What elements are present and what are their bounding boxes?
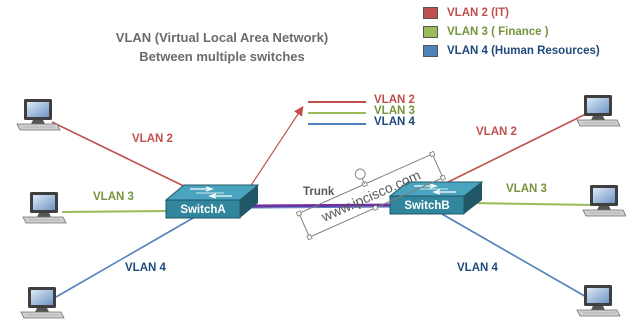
link-label-right-vlan2: VLAN 2	[476, 126, 517, 138]
trunk-arrow	[243, 105, 304, 197]
switch-b-label: SwitchB	[404, 200, 449, 212]
link-label-left-vlan2: VLAN 2	[132, 133, 173, 145]
legend-item-vlan3: VLAN 3 ( Finance )	[423, 24, 549, 40]
trunk-link-highlight	[247, 206, 395, 209]
legend-label-vlan4: VLAN 4 (Human Resources)	[447, 45, 600, 57]
pc-left-middle-icon	[22, 191, 67, 224]
legend-item-vlan4: VLAN 4 (Human Resources)	[423, 43, 600, 59]
pc-left-top-icon	[16, 98, 61, 131]
link-right-vlan3	[469, 202, 594, 206]
diagram-title-line2: Between multiple switches	[139, 49, 305, 64]
legend-swatch-vlan3	[423, 26, 438, 38]
legend-swatch-vlan2	[423, 7, 438, 19]
link-right-vlan2	[439, 111, 591, 187]
link-left-vlan4	[55, 213, 201, 298]
pc-right-bottom-icon	[576, 284, 621, 317]
link-label-left-vlan4: VLAN 4	[125, 262, 166, 274]
trunk-link	[247, 203, 395, 208]
legend-swatch-vlan4	[423, 45, 438, 57]
switch-a-label: SwitchA	[180, 204, 225, 216]
link-left-vlan2	[51, 121, 197, 193]
trunk-legend-label-vlan4: VLAN 4	[374, 116, 415, 128]
trunk-legend-label-vlan2: VLAN 2	[374, 94, 415, 106]
diagram-title-line1: VLAN (Virtual Local Area Network)	[115, 30, 329, 45]
legend-item-vlan2: VLAN 2 (IT)	[423, 5, 509, 21]
trunk-label: Trunk	[303, 186, 335, 198]
link-left-vlan3	[61, 210, 171, 213]
legend-label-vlan3: VLAN 3 ( Finance )	[447, 26, 549, 38]
link-label-left-vlan3: VLAN 3	[93, 191, 134, 203]
link-label-right-vlan4: VLAN 4	[457, 262, 498, 274]
switch-b-icon	[388, 181, 484, 215]
pc-right-top-icon	[576, 94, 621, 127]
link-label-right-vlan3: VLAN 3	[506, 183, 547, 195]
trunk-legend-label-vlan3: VLAN 3	[374, 105, 415, 117]
pc-left-bottom-icon	[20, 286, 65, 319]
pc-right-middle-icon	[582, 184, 626, 217]
link-right-vlan4	[441, 213, 596, 303]
switch-a-icon	[164, 184, 260, 219]
legend-label-vlan2: VLAN 2 (IT)	[447, 7, 509, 19]
